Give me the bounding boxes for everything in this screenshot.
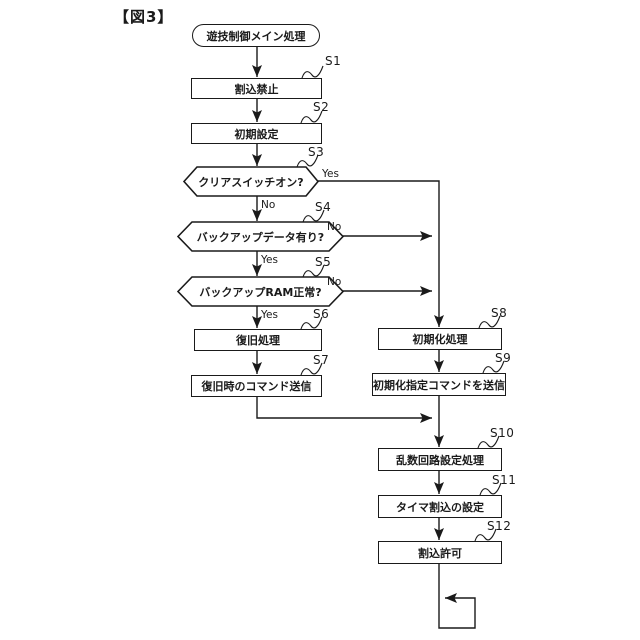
step-label-s9: S9 (495, 351, 512, 365)
step-label-s1: S1 (325, 54, 342, 68)
branch-label-s4-yes: Yes (261, 254, 278, 266)
step-label-s6: S6 (313, 307, 330, 321)
step-label-s8: S8 (491, 306, 508, 320)
decision-shape-s3 (182, 166, 320, 197)
step-label-s4: S4 (315, 200, 332, 214)
decision-s5-label: バックアップRAM正常? (199, 285, 322, 299)
process-s12-label: 割込許可 (418, 546, 462, 560)
decision-shape-s4 (176, 221, 345, 252)
decision-s4: バックアップデータ有り? (184, 223, 337, 250)
process-s1: 割込禁止 (191, 78, 322, 99)
step-label-s10: S10 (490, 426, 515, 440)
edge-s3-yes-s8 (318, 180, 444, 327)
process-s7-label: 復旧時のコマンド送信 (201, 380, 312, 393)
process-s2: 初期設定 (191, 123, 322, 144)
node-start-label: 遊技制御メイン処理 (206, 29, 306, 43)
branch-label-s3-no: No (261, 199, 276, 211)
step-label-s2: S2 (313, 100, 330, 114)
edge-loop (438, 564, 476, 629)
decision-shape-s5 (176, 276, 345, 307)
step-label-s11: S11 (492, 473, 517, 487)
branch-label-s5-no: No (327, 276, 342, 288)
process-s8-label: 初期化処理 (412, 333, 468, 346)
node-start: 遊技制御メイン処理 (192, 24, 320, 47)
process-s10-label: 乱数回路設定処理 (396, 453, 484, 467)
figure-title: 【図3】 (114, 8, 174, 26)
decision-s4-label: バックアップデータ有り? (196, 230, 325, 244)
process-s6: 復旧処理 (194, 329, 322, 351)
process-s9: 初期化指定コマンドを送信 (372, 373, 506, 396)
branch-label-s4-no: No (327, 221, 342, 233)
decision-s5: バックアップRAM正常? (184, 278, 337, 305)
step-label-s3: S3 (308, 145, 325, 159)
process-s11: タイマ割込の設定 (378, 495, 502, 518)
step-label-leaders (296, 65, 505, 542)
process-s8: 初期化処理 (378, 328, 502, 350)
process-s10: 乱数回路設定処理 (378, 448, 502, 471)
process-s12: 割込許可 (378, 541, 502, 564)
step-label-s7: S7 (313, 353, 330, 367)
process-s1-label: 割込禁止 (234, 82, 279, 96)
process-s11-label: タイマ割込の設定 (396, 500, 484, 514)
step-label-s5: S5 (315, 255, 332, 269)
process-s7: 復旧時のコマンド送信 (191, 375, 322, 397)
branch-label-s5-yes: Yes (261, 309, 278, 321)
decision-s3-label: クリアスイッチオン? (198, 175, 304, 189)
process-s2-label: 初期設定 (234, 127, 279, 141)
step-label-s12: S12 (487, 519, 512, 533)
branch-label-s3-yes: Yes (322, 168, 339, 180)
decision-s3: クリアスイッチオン? (190, 168, 312, 195)
process-s6-label: 復旧処理 (236, 334, 280, 347)
process-s9-label: 初期化指定コマンドを送信 (373, 378, 505, 392)
edge-s7-merge (256, 397, 432, 423)
